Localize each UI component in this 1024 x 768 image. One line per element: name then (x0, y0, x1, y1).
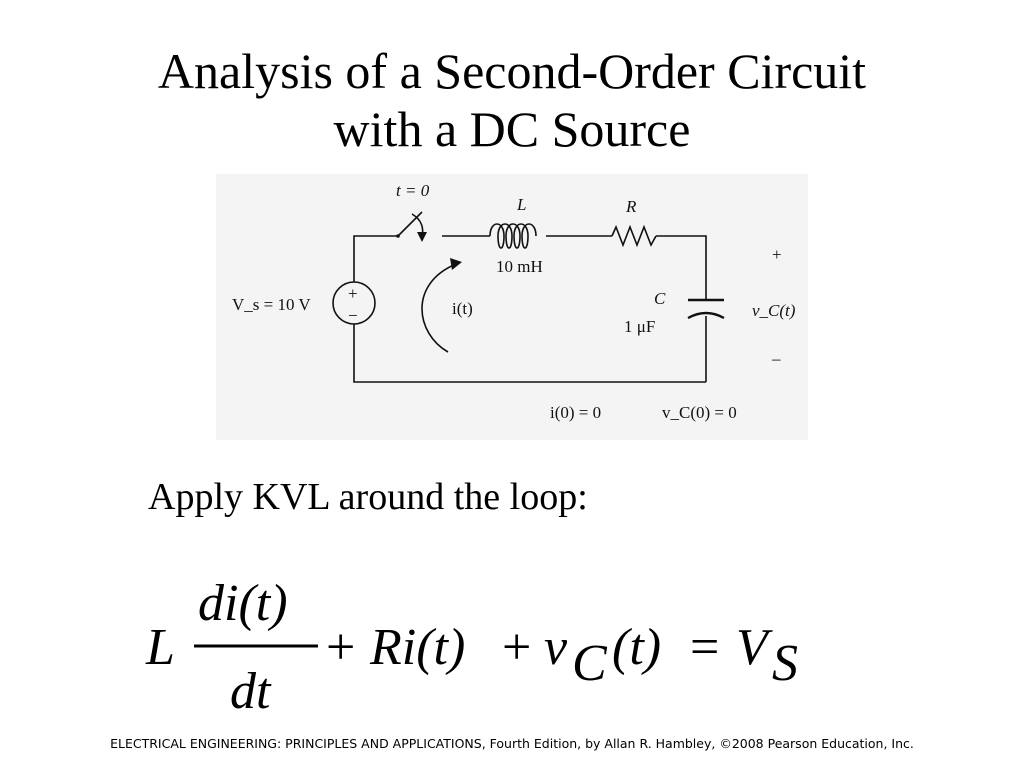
eq-voltage-v: v (544, 619, 568, 676)
slide-title: Analysis of a Second-Order Circuit with … (0, 42, 1024, 158)
slide-title-line1: Analysis of a Second-Order Circuit (157, 43, 867, 99)
output-label: v_C(t) (752, 301, 796, 320)
switch-arrowhead (417, 232, 427, 242)
eq-plus-1: + (326, 619, 355, 676)
voltage-source-circle (332, 281, 376, 325)
eq-source-v: V (736, 619, 773, 676)
capacitor-symbol: C (654, 289, 666, 308)
capacitor-value: 1 μF (624, 317, 655, 336)
eq-resistor-term: Ri(t) (369, 619, 465, 676)
capacitor-bottom-plate (687, 311, 725, 320)
eq-equals: = (690, 619, 719, 676)
wire-top-right (656, 235, 707, 300)
wire-bottom (353, 324, 706, 383)
eq-plus-2: + (502, 619, 531, 676)
slide-title-line2: with a DC Source (333, 101, 691, 157)
initial-current: i(0) = 0 (550, 403, 601, 422)
current-arrowhead (450, 258, 462, 270)
inductor-coil (489, 223, 537, 249)
kvl-instruction: Apply KVL around the loop: (148, 476, 588, 518)
switch-blade (397, 211, 423, 237)
kvl-equation-svg: L di(t) dt + Ri(t) + v C (t) = V S (145, 575, 798, 720)
circuit-figure: t = 0 L 10 mH R V_s = 10 V + − i(t) C 1 … (216, 174, 808, 440)
resistor-symbol: R (625, 197, 637, 216)
eq-time-arg: (t) (612, 619, 661, 676)
switch-pivot (396, 234, 400, 238)
output-plus: + (772, 245, 782, 264)
kvl-equation: L di(t) dt + Ri(t) + v C (t) = V S (140, 568, 860, 720)
eq-subscript-s: S (772, 635, 798, 692)
eq-subscript-c: C (572, 635, 608, 692)
current-label: i(t) (452, 299, 473, 318)
initial-voltage: v_C(0) = 0 (662, 403, 737, 422)
inductor-symbol: L (516, 195, 526, 214)
circuit-diagram: t = 0 L 10 mH R V_s = 10 V + − i(t) C 1 … (232, 181, 796, 422)
output-minus: – (771, 349, 781, 368)
current-arrow-arc (421, 263, 457, 353)
source-label: V_s = 10 V (232, 295, 311, 314)
wire-top-left (353, 235, 398, 282)
source-plus: + (348, 284, 358, 303)
eq-inductance: L (145, 619, 175, 676)
eq-denominator: dt (230, 663, 272, 718)
inductor-value: 10 mH (496, 257, 543, 276)
resistor-zigzag (611, 224, 657, 248)
eq-numerator: di(t) (198, 575, 288, 632)
switch-label: t = 0 (396, 181, 430, 200)
source-minus: − (348, 306, 358, 325)
copyright-footer: ELECTRICAL ENGINEERING: PRINCIPLES AND A… (110, 736, 914, 751)
